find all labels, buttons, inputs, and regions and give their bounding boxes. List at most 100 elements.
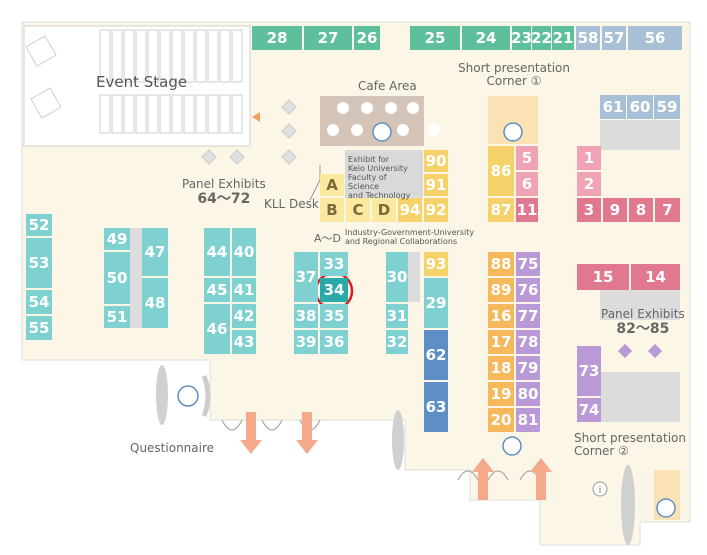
booth-31: 31	[386, 304, 408, 328]
booth-57: 57	[602, 26, 626, 50]
booth-22: 22	[531, 26, 552, 50]
booth-63: 63	[424, 382, 448, 432]
booth-51: 51	[104, 306, 130, 328]
booth-49: 49	[104, 228, 130, 250]
booth-62: 62	[424, 330, 448, 380]
booth-38: 38	[294, 304, 318, 328]
cafe-area	[320, 96, 424, 146]
panel-exhibits-1-label: Panel Exhibits 64～72	[182, 177, 266, 207]
booth-20: 20	[488, 408, 514, 432]
booth-89: 89	[488, 278, 514, 302]
booth-40: 40	[232, 228, 256, 276]
booth-a: A	[320, 174, 344, 196]
booth-88: 88	[488, 252, 514, 276]
entrance-arrow-icon	[240, 412, 552, 500]
booth-58: 58	[576, 26, 600, 50]
booth-21: 21	[552, 26, 574, 50]
booth-42: 42	[232, 304, 256, 328]
booth-92: 92	[424, 198, 448, 222]
booth-17: 17	[488, 330, 514, 354]
booth-61: 61	[600, 95, 626, 119]
booth-34: 34	[320, 278, 348, 302]
booth-39: 39	[294, 330, 318, 354]
gray-walls	[130, 120, 680, 422]
booth-76: 76	[516, 278, 540, 302]
booth-32: 32	[386, 330, 408, 354]
booth-36: 36	[320, 330, 348, 354]
booth-87: 87	[488, 198, 514, 222]
booth-78: 78	[516, 330, 540, 354]
booth-56: 56	[628, 26, 682, 50]
booth-29: 29	[424, 278, 448, 328]
booth-5: 5	[516, 146, 538, 170]
booth-30: 30	[386, 252, 408, 302]
questionnaire-label: Questionnaire	[130, 441, 215, 455]
booth-15: 15	[577, 264, 629, 290]
booth-b: B	[320, 198, 344, 222]
booth-60: 60	[627, 95, 653, 119]
booth-48: 48	[142, 278, 168, 328]
booth-75: 75	[516, 252, 540, 276]
kll-exhibit-box: Exhibit for Keio University Faculty of S…	[345, 152, 423, 200]
booth-37: 37	[294, 252, 318, 302]
industry-label: Industry-Government-University and Regio…	[345, 228, 475, 246]
booth-26: 26	[354, 26, 380, 50]
booth-73: 73	[577, 346, 601, 396]
booth-50: 50	[104, 252, 130, 304]
booth-94: 94	[398, 198, 422, 222]
booth-7: 7	[655, 198, 680, 222]
short-presentation-1-label: Short presentation Corner ①	[458, 61, 570, 88]
booth-44: 44	[204, 228, 230, 276]
booth-c: C	[346, 198, 370, 222]
info-icon: i	[592, 481, 608, 497]
booth-16: 16	[488, 304, 514, 328]
pillars	[156, 365, 635, 545]
panel-exhibit-markers-purple	[617, 343, 663, 359]
short-presentation-2-label: Short presentation Corner ②	[574, 431, 686, 458]
booth-86: 86	[488, 146, 514, 196]
booth-28: 28	[252, 26, 302, 50]
booth-54: 54	[26, 290, 52, 314]
booth-90: 90	[424, 150, 448, 172]
booth-80: 80	[516, 382, 540, 406]
booth-45: 45	[204, 278, 230, 302]
a-d-label: A～D	[314, 232, 341, 245]
booth-53: 53	[26, 238, 52, 288]
booth-18: 18	[488, 356, 514, 380]
booth-24: 24	[462, 26, 510, 50]
booth-47: 47	[142, 228, 168, 276]
questionnaire-icon	[177, 375, 211, 417]
booth-11: 11	[516, 198, 538, 222]
booth-43: 43	[232, 330, 256, 354]
booth-55: 55	[26, 316, 52, 340]
panel-exhibits-2-label: Panel Exhibits 82～85	[601, 307, 685, 337]
cafe-area-label: Cafe Area	[358, 79, 417, 93]
booth-3: 3	[577, 198, 601, 222]
booth-19: 19	[488, 382, 514, 406]
booth-33: 33	[320, 252, 348, 276]
booth-6: 6	[516, 172, 538, 196]
kll-desk-label: KLL Desk	[264, 197, 319, 211]
booth-52: 52	[26, 214, 52, 236]
cafe-flower-icon	[327, 102, 440, 136]
booth-59: 59	[654, 95, 680, 119]
booth-46: 46	[204, 304, 230, 354]
stage-seats	[25, 29, 243, 134]
booth-81: 81	[516, 408, 540, 432]
booth-91: 91	[424, 174, 448, 196]
booth-74: 74	[577, 398, 601, 422]
booth-1: 1	[577, 146, 601, 170]
booth-8: 8	[629, 198, 653, 222]
booth-35: 35	[320, 304, 348, 328]
event-stage-label: Event Stage	[96, 73, 188, 91]
presentation-screen-icon	[372, 122, 676, 518]
booth-25: 25	[410, 26, 460, 50]
booth-77: 77	[516, 304, 540, 328]
svg-text:i: i	[599, 486, 602, 496]
pointer-icon	[252, 112, 260, 122]
booth-41: 41	[232, 278, 256, 302]
booth-2: 2	[577, 172, 601, 196]
booth-23: 23	[511, 26, 532, 50]
booth-27: 27	[304, 26, 352, 50]
